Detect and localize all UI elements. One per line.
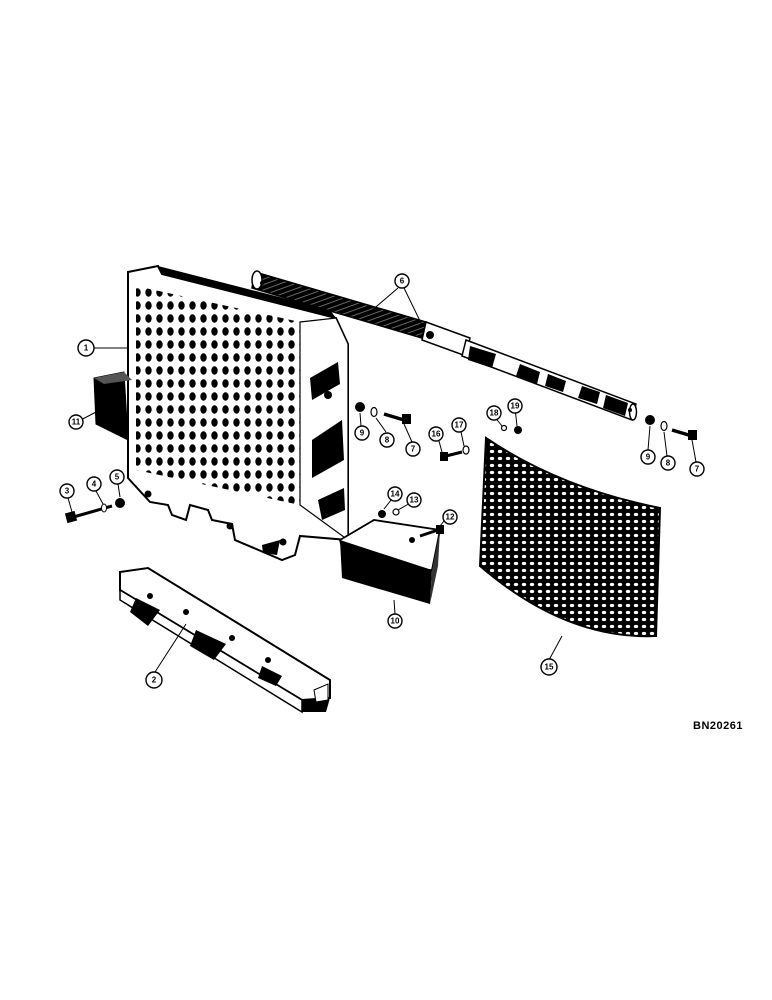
svg-text:7: 7: [695, 465, 700, 474]
fasteners: [64, 402, 697, 538]
svg-text:4: 4: [92, 480, 97, 489]
svg-text:12: 12: [446, 513, 455, 522]
svg-text:16: 16: [432, 430, 441, 439]
callout-2: 2: [145, 671, 163, 689]
svg-text:9: 9: [646, 453, 651, 462]
callout-16: 16: [428, 426, 444, 442]
callout-19: 19: [507, 398, 523, 414]
svg-text:11: 11: [72, 418, 81, 427]
callout-3: 3: [59, 483, 75, 499]
callout-7: 7: [405, 441, 421, 457]
figure-id: BN20261: [693, 720, 743, 732]
callout-6: 6: [394, 273, 410, 289]
callout-5: 5: [109, 469, 125, 485]
svg-text:8: 8: [385, 436, 390, 445]
svg-text:17: 17: [455, 421, 464, 430]
callout-4: 4: [86, 476, 102, 492]
callout-11: 11: [68, 414, 84, 430]
callout-13: 13: [406, 492, 422, 508]
svg-text:1: 1: [84, 344, 89, 353]
shaft: [251, 270, 638, 421]
callout-7: 7: [689, 461, 705, 477]
callout-14: 14: [387, 486, 403, 502]
callout-1: 1: [77, 339, 95, 357]
svg-text:2: 2: [152, 676, 157, 685]
callout-8: 8: [660, 455, 676, 471]
channel-bar: [119, 566, 331, 714]
triangular-block: [338, 519, 442, 604]
svg-text:18: 18: [490, 409, 499, 418]
svg-text:10: 10: [391, 617, 400, 626]
callout-12: 12: [442, 509, 458, 525]
svg-text:9: 9: [360, 429, 365, 438]
svg-text:13: 13: [410, 496, 419, 505]
callout-17: 17: [451, 417, 467, 433]
svg-text:5: 5: [115, 473, 120, 482]
callout-18: 18: [486, 405, 502, 421]
callouts: 1 2 3 4 5 6 7 7 8 8 9 9 10 11 12 13 14 1…: [59, 273, 705, 689]
callout-9: 9: [640, 449, 656, 465]
svg-text:7: 7: [411, 445, 416, 454]
svg-text:6: 6: [400, 277, 405, 286]
side-wedge: [93, 371, 132, 441]
svg-text:3: 3: [65, 487, 70, 496]
mesh-screen: [478, 436, 662, 638]
callout-8: 8: [379, 432, 395, 448]
grille-panel: [127, 264, 349, 562]
callout-10: 10: [387, 613, 403, 629]
svg-text:14: 14: [391, 490, 400, 499]
svg-text:8: 8: [666, 459, 671, 468]
callout-15: 15: [540, 658, 558, 676]
svg-text:15: 15: [545, 663, 554, 672]
callout-9: 9: [354, 425, 370, 441]
svg-text:19: 19: [511, 402, 520, 411]
